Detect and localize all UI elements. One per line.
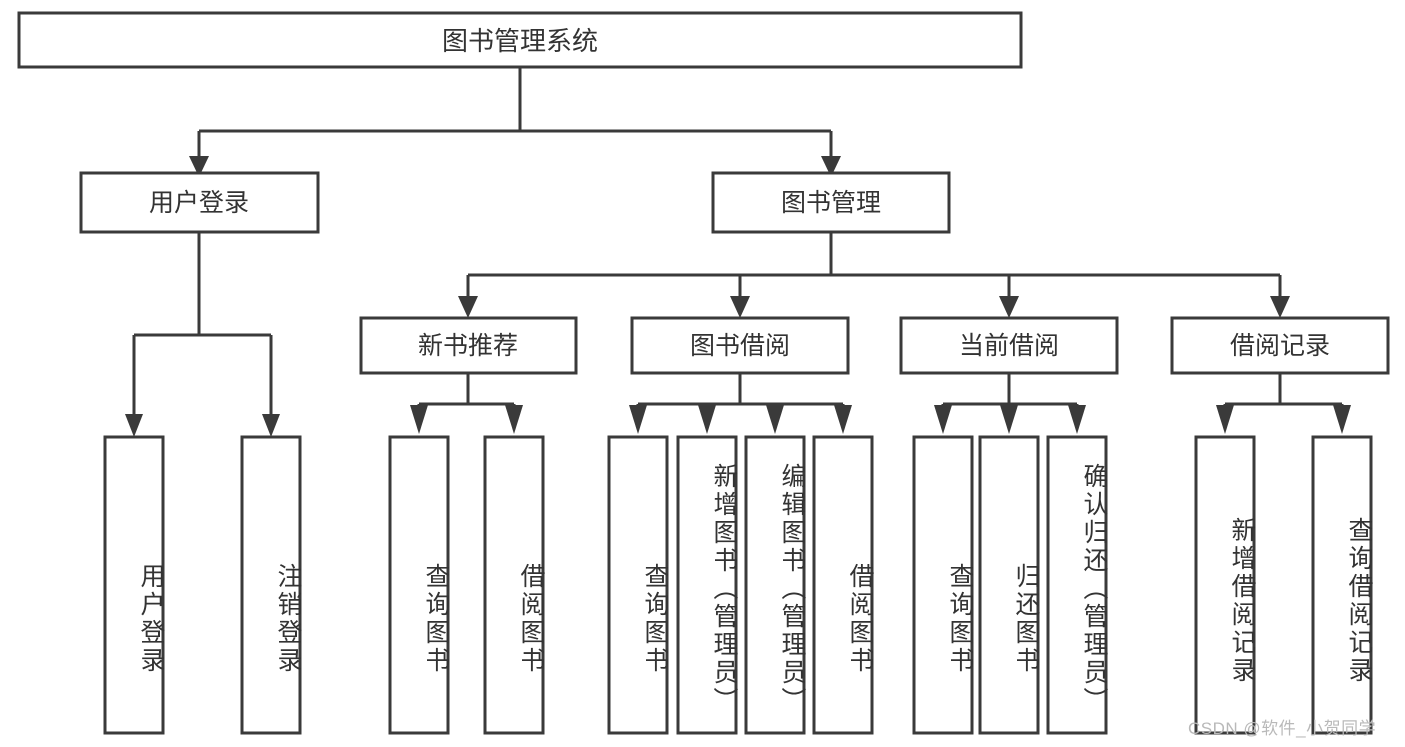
node-new-book-recommend-label: 新书推荐 [418,332,518,360]
connector-bookborrow-to-leaves [629,373,852,434]
connector-root-to-level2 [189,67,841,177]
leaf-current-borrow-1[interactable] [978,435,1040,735]
node-user-login[interactable]: 用户登录 [79,171,320,234]
connector-userlogin-to-leaves [125,233,280,437]
connector-currentborrow-to-leaves [934,373,1086,434]
leaf-new-book-1[interactable] [483,435,545,735]
node-current-borrow[interactable]: 当前借阅 [899,316,1119,375]
node-borrow-record[interactable]: 借阅记录 [1170,316,1390,375]
leaf-book-borrow-1[interactable] [676,435,738,735]
node-book-management-label: 图书管理 [781,189,881,217]
leaf-current-borrow-2[interactable] [1046,435,1108,735]
connector-newbook-to-leaves [410,373,523,434]
node-current-borrow-label: 当前借阅 [959,332,1059,360]
leaf-current-borrow-0[interactable] [912,435,974,735]
node-book-management[interactable]: 图书管理 [711,171,951,234]
node-user-login-label: 用户登录 [149,189,249,217]
connector-borrowrecord-to-leaves [1216,373,1351,434]
leaf-book-borrow-3[interactable] [812,435,874,735]
node-book-borrow[interactable]: 图书借阅 [630,316,850,375]
node-new-book-recommend[interactable]: 新书推荐 [359,316,578,375]
leaf-book-borrow-0[interactable] [607,435,669,735]
node-root[interactable]: 图书管理系统 [17,11,1023,69]
leaf-borrow-record-1[interactable] [1311,435,1373,735]
csdn-watermark: CSDN @软件_小贺同学 [1188,719,1377,738]
leaf-borrow-record-0[interactable] [1194,435,1256,735]
node-root-label: 图书管理系统 [442,26,598,56]
leaf-user-login-0[interactable] [103,435,165,735]
connector-bookmgmt-to-level3 [458,233,1290,318]
leaf-new-book-0[interactable] [388,435,450,735]
node-book-borrow-label: 图书借阅 [690,332,790,360]
leaf-user-login-1[interactable] [240,435,302,735]
node-borrow-record-label: 借阅记录 [1230,332,1330,360]
leaf-book-borrow-2[interactable] [744,435,806,735]
